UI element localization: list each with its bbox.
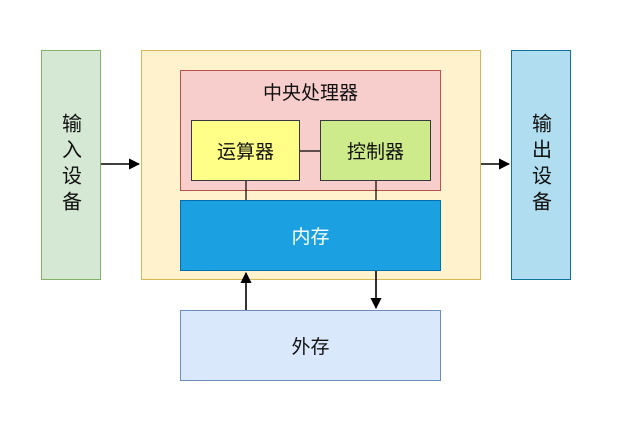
memory-label: 内存	[291, 226, 330, 248]
alu-label: 运算器	[216, 141, 274, 163]
alu-box: 运算器	[191, 120, 300, 181]
storage-box: 外存	[180, 310, 441, 381]
output-device-label: 输出设备	[528, 113, 553, 217]
control-unit-label: 控制器	[346, 141, 404, 163]
cpu-title: 中央处理器	[262, 82, 358, 104]
storage-label: 外存	[291, 336, 330, 358]
memory-box: 内存	[180, 200, 441, 271]
control-unit-box: 控制器	[320, 120, 431, 181]
output-device-box: 输出设备	[511, 50, 571, 280]
input-device-box: 输入设备	[41, 50, 101, 280]
input-device-label: 输入设备	[58, 113, 83, 217]
